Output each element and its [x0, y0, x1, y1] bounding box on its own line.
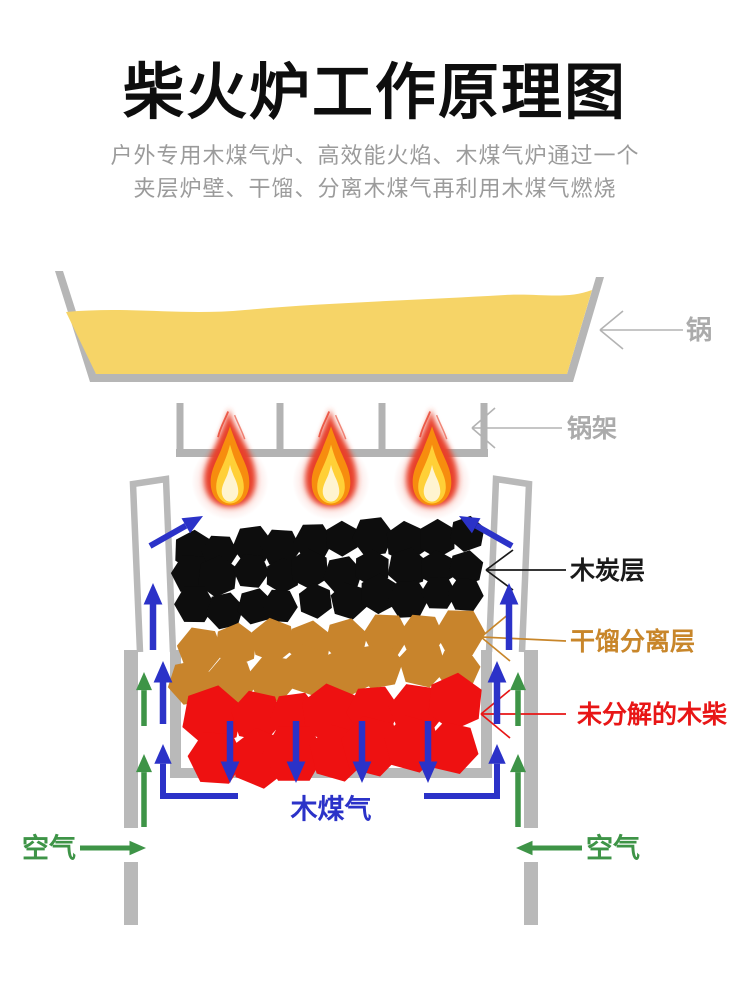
air-label-right: 空气	[586, 833, 640, 865]
gas-rise-right-gap-arrow	[487, 661, 507, 724]
distillation-layer	[167, 610, 486, 707]
gas-down-2-arrow	[286, 721, 306, 783]
air-label-left: 空气	[22, 833, 76, 865]
raw-wood-label: 未分解的木柴	[577, 700, 728, 729]
gas-rise-right-channel-arrow	[499, 583, 519, 650]
pot-stand-callout	[471, 407, 562, 449]
pot-label: 锅	[686, 316, 713, 346]
pot	[55, 271, 604, 382]
pot-stand-label: 锅架	[567, 414, 618, 443]
flame-icon	[191, 408, 269, 521]
air-rise-right-lower-arrow	[510, 754, 526, 827]
gas-down-4-arrow	[418, 721, 438, 783]
raw-wood-layer	[182, 672, 482, 789]
gas-down-1-arrow	[220, 721, 240, 783]
air-rise-right-upper-arrow	[510, 672, 526, 726]
charcoal-layer	[170, 515, 485, 630]
flame-icon	[292, 408, 370, 521]
page-subtitle: 户外专用木煤气炉、高效能火焰、木煤气炉通过一个 夹层炉壁、干馏、分离木煤气再利用…	[0, 140, 750, 206]
wood-gas-label: 木煤气	[290, 794, 372, 826]
gas-collect-right-arrow	[424, 744, 506, 799]
pot-callout	[599, 310, 683, 350]
subtitle-line-1: 户外专用木煤气炉、高效能火焰、木煤气炉通过一个	[110, 144, 640, 169]
gas-rise-left-channel-arrow	[143, 583, 163, 650]
air-rise-left-upper-arrow	[136, 672, 152, 726]
subtitle-line-2: 夹层炉壁、干馏、分离木煤气再利用木煤气燃烧	[133, 177, 617, 202]
air-inlet-left-arrow	[80, 840, 146, 856]
air-rise-left-lower-arrow	[136, 754, 152, 827]
charcoal-layer-label: 木炭层	[570, 556, 646, 585]
flame-icon	[393, 408, 471, 521]
distillation-layer-label: 干馏分离层	[570, 627, 696, 656]
air-inlet-right-arrow	[516, 840, 582, 856]
gas-rise-left-gap-arrow	[153, 661, 173, 724]
gas-exit-left-arrow	[148, 516, 203, 549]
gas-collect-left-arrow	[154, 744, 238, 799]
gas-exit-right-arrow	[459, 516, 514, 549]
gas-down-3-arrow	[352, 721, 372, 783]
page-title: 柴火炉工作原理图	[122, 57, 627, 128]
